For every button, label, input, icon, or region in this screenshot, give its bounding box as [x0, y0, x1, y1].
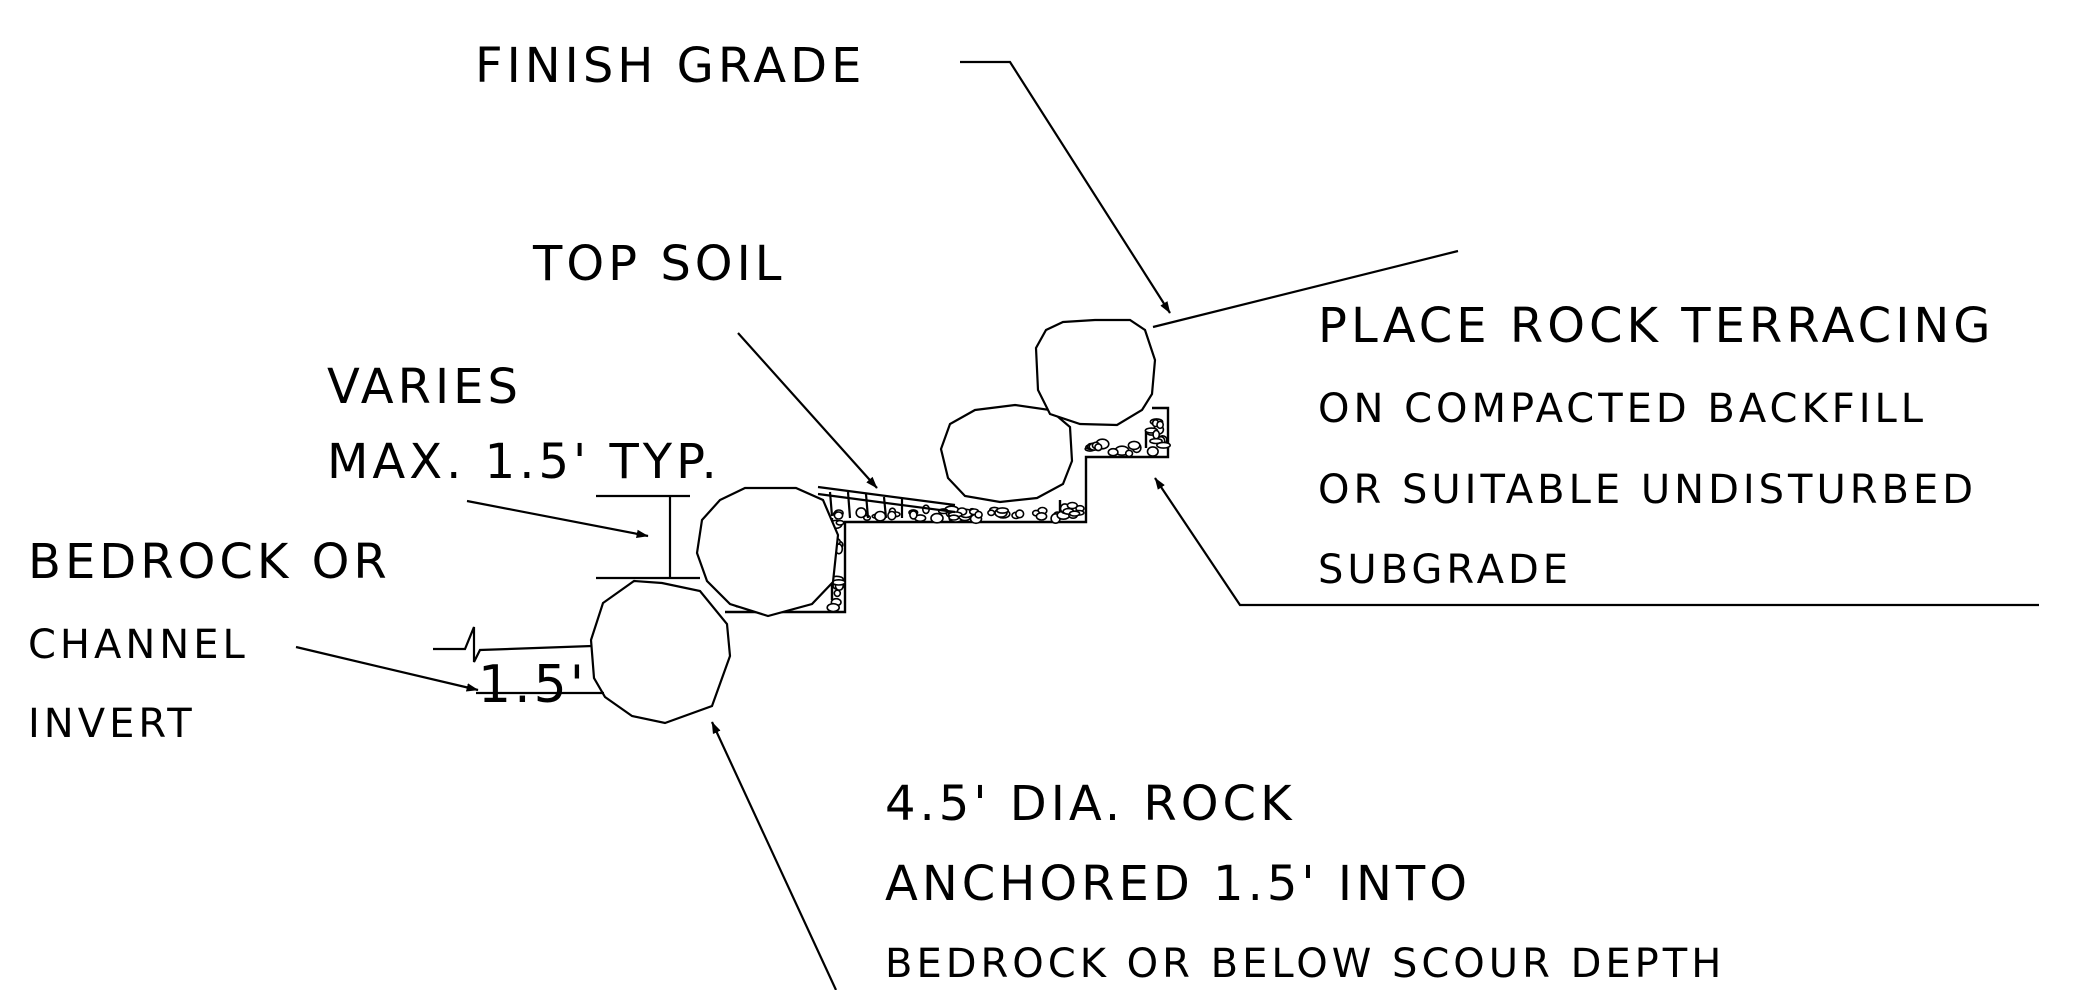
gravel-pebble — [1127, 440, 1141, 451]
rock-tier-1 — [695, 486, 840, 618]
label-place-rock-line3: OR SUITABLE UNDISTURBED — [1318, 467, 1977, 513]
gravel-pebble — [826, 602, 841, 613]
gravel-pebble — [1035, 512, 1048, 521]
rock-bottom-anchor — [589, 579, 732, 725]
gravel-pebble — [1156, 420, 1164, 430]
leader-place-rock — [1154, 477, 2039, 607]
label-top-soil: TOP SOIL — [532, 236, 785, 292]
label-dia-rock-line1: 4.5' DIA. ROCK — [885, 776, 1296, 832]
label-varies: VARIES — [327, 359, 522, 415]
leader-finish-grade — [960, 60, 1171, 314]
channel-invert-line — [433, 626, 593, 663]
gravel-pebble — [1152, 429, 1161, 440]
gravel-pebble — [1094, 443, 1103, 452]
gravel-pebble — [1124, 449, 1134, 458]
gravel-pebble — [995, 507, 1009, 514]
grade-lines — [433, 249, 1459, 695]
gravel-pebble — [833, 511, 844, 520]
gravel-pebble — [948, 514, 960, 521]
gravel-pebble — [987, 509, 996, 517]
leaders — [295, 60, 2039, 990]
leader-varies — [466, 499, 649, 538]
gravel-pebble — [887, 510, 897, 521]
gravel-pebble — [1066, 501, 1079, 510]
leader-bedrock — [295, 645, 479, 692]
label-place-rock-line4: SUBGRADE — [1318, 547, 1572, 593]
rock-tier-2 — [939, 403, 1074, 504]
label-place-rock-line2: ON COMPACTED BACKFILL — [1318, 386, 1927, 432]
dim-1-5-label: 1.5' — [478, 655, 587, 715]
gravel-pebble — [1156, 441, 1172, 449]
gravel-pebble — [855, 507, 867, 519]
gravel-pebble — [1014, 509, 1025, 519]
gravel-pebble — [1107, 447, 1119, 457]
label-place-rock-line1: PLACE ROCK TERRACING — [1318, 298, 1994, 354]
gravel-pebble — [974, 510, 983, 519]
label-max-typ: MAX. 1.5' TYP. — [327, 434, 721, 490]
label-bedrock-line3: INVERT — [28, 701, 196, 747]
gravel-pebble — [835, 519, 845, 526]
label-dia-rock-line3: BEDROCK OR BELOW SCOUR DEPTH — [885, 941, 1725, 987]
gravel-pebble — [1068, 510, 1081, 517]
finish-grade-line — [1152, 249, 1459, 329]
leader-dia-rock — [711, 721, 837, 990]
top-soil-hatch — [817, 485, 956, 519]
rock-tier-3 — [1034, 318, 1157, 427]
gravel-pebble — [833, 589, 842, 598]
gravel-pebble — [909, 510, 918, 520]
gravel-pebble — [873, 510, 887, 522]
label-bedrock-line2: CHANNEL — [28, 622, 249, 668]
rocks — [589, 318, 1157, 725]
leader-top-soil — [737, 332, 878, 489]
label-bedrock-line1: BEDROCK OR — [28, 534, 391, 590]
gravel-pebble — [930, 512, 944, 524]
label-dia-rock-line2: ANCHORED 1.5' INTO — [885, 856, 1471, 912]
gravel-pebble — [1146, 446, 1159, 457]
label-finish-grade: FINISH GRADE — [475, 38, 865, 94]
